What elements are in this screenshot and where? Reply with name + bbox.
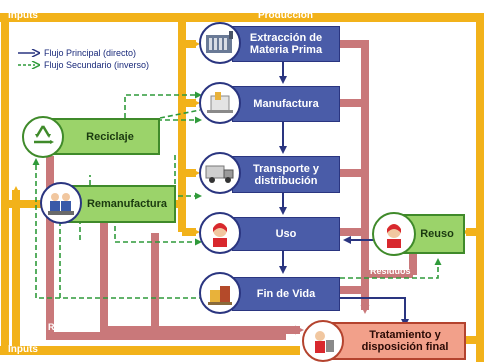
inputs-band-bottom (0, 346, 300, 355)
legend-primary-label: Flujo Principal (directo) (44, 48, 137, 58)
stage-use: Uso (232, 217, 340, 251)
final-treatment-box: Tratamiento y disposición final (332, 322, 466, 360)
inputs-label-top: Inputs (8, 10, 38, 21)
stage-extraction: Extracción de Materia Prima (232, 26, 340, 62)
dashed-arrow-icon (18, 61, 40, 69)
waste-icon (199, 272, 241, 314)
inputs-band-top (0, 13, 484, 22)
recycle-icon (22, 116, 64, 158)
truck-icon (199, 152, 241, 194)
stage-end-of-life: Fin de Vida (232, 277, 340, 311)
production-label: Producción (258, 10, 314, 21)
legend-primary: Flujo Principal (directo) (18, 47, 149, 59)
workers-icon (40, 182, 82, 224)
factory-icon (199, 22, 241, 64)
legend-secondary: Flujo Secundario (inverso) (18, 59, 149, 71)
residuos-label-left: Residuos (48, 322, 89, 332)
machine-icon (199, 82, 241, 124)
stage-transport: Transporte y distribución (232, 156, 340, 193)
residuos-label-right: Residuos (370, 266, 411, 276)
reuse-user-icon (372, 212, 416, 256)
legend-secondary-label: Flujo Secundario (inverso) (44, 60, 150, 70)
stage-manufacturing: Manufactura (232, 86, 340, 122)
legend: Flujo Principal (directo) Flujo Secundar… (18, 47, 149, 71)
solid-arrow-icon (18, 49, 40, 57)
inputs-label-bottom: Inputs (8, 344, 38, 355)
disposal-icon (302, 320, 344, 362)
user-icon (199, 212, 241, 254)
